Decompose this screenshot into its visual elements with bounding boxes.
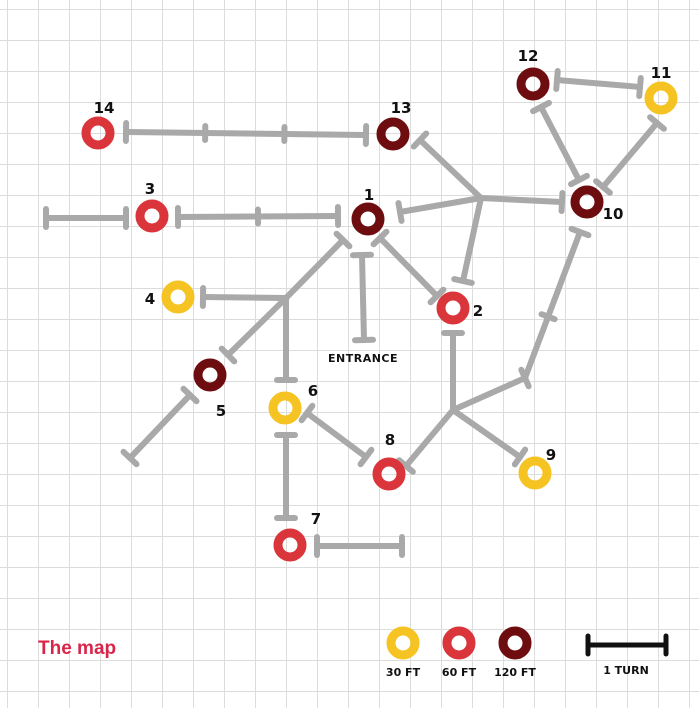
- corridor-4: [359, 252, 367, 343]
- corridor-end-cap: [427, 286, 447, 306]
- room-6-ring: [268, 391, 302, 425]
- legend-large-ring: [498, 626, 532, 660]
- corridor-end-cap: [553, 68, 561, 92]
- room-3-ring: [135, 199, 169, 233]
- corridor-end-cap: [395, 200, 405, 224]
- legend-medium-ring: [442, 626, 476, 660]
- corridor-17: [450, 375, 528, 413]
- room-4-label: 4: [145, 290, 155, 308]
- corridor-22: [478, 195, 565, 205]
- room-14-ring: [81, 116, 115, 150]
- corridor-end-cap: [530, 99, 552, 115]
- corridor-end-cap: [410, 130, 430, 150]
- corridor-9: [127, 392, 193, 461]
- room-11-ring: [644, 81, 678, 115]
- room-10-ring: [570, 185, 604, 219]
- legend-medium-label: 60 FT: [442, 666, 477, 679]
- room-6-label: 6: [308, 382, 318, 400]
- corridor-19: [417, 137, 484, 201]
- corridor-end-cap: [593, 178, 613, 196]
- legend-turn-label: 1 TURN: [603, 664, 649, 677]
- room-14-label: 14: [94, 99, 115, 117]
- corridor-end-cap: [357, 446, 375, 468]
- room-8-ring: [372, 457, 406, 491]
- room-11-label: 11: [651, 64, 672, 82]
- map-title: The map: [38, 638, 117, 659]
- corridor-5: [283, 237, 346, 301]
- corridor-turn-tick: [538, 311, 558, 323]
- entrance-label: ENTRANCE: [328, 352, 398, 365]
- room-7-ring: [273, 528, 307, 562]
- corridor-end-cap: [396, 457, 416, 475]
- room-7-label: 7: [311, 510, 321, 528]
- room-1-label: 1: [364, 186, 374, 204]
- corridor-21: [460, 195, 484, 284]
- corridor-13: [377, 235, 440, 299]
- corridor-end-cap: [180, 385, 200, 405]
- corridor-24: [554, 77, 643, 90]
- corridor-7: [225, 295, 289, 358]
- corridor-16: [450, 407, 523, 460]
- legend-small-label: 30 FT: [386, 666, 421, 679]
- room-2-ring: [436, 291, 470, 325]
- corridor-25: [600, 120, 660, 190]
- room-8-label: 8: [385, 431, 395, 449]
- corridor-end-cap: [558, 190, 566, 214]
- corridor-18: [522, 229, 583, 381]
- room-2-label: 2: [473, 302, 483, 320]
- room-5-label: 5: [216, 402, 226, 420]
- corridor-end-cap: [647, 114, 667, 132]
- room-1-ring: [351, 202, 385, 236]
- room-10-label: 10: [603, 205, 624, 223]
- corridor-end-cap: [218, 345, 238, 365]
- corridor-15: [403, 407, 456, 469]
- corridor-end-cap: [636, 75, 644, 99]
- corridor-end-cap: [120, 448, 140, 468]
- corridor-end-cap: [333, 230, 353, 250]
- room-13-label: 13: [391, 99, 412, 117]
- room-4-ring: [161, 280, 195, 314]
- corridor-end-cap: [568, 172, 590, 188]
- corridor-20: [397, 195, 484, 215]
- corridor-end-cap: [451, 276, 475, 286]
- corridor-23: [538, 104, 582, 183]
- legend-large-label: 120 FT: [494, 666, 536, 679]
- corridor-end-cap: [568, 225, 592, 239]
- corridor-end-cap: [298, 402, 316, 424]
- corridor-end-cap: [511, 446, 529, 468]
- room-9-ring: [518, 456, 552, 490]
- corridor-end-cap: [370, 228, 390, 248]
- corridor-6: [200, 294, 289, 301]
- room-13-ring: [376, 117, 410, 151]
- room-5-ring: [193, 358, 227, 392]
- corridor-1: [123, 129, 369, 138]
- room-3-label: 3: [145, 180, 155, 198]
- corridor-12: [304, 410, 369, 460]
- room-9-label: 9: [546, 446, 556, 464]
- legend-small-ring: [386, 626, 420, 660]
- room-12-ring: [516, 67, 550, 101]
- room-12-label: 12: [518, 47, 539, 65]
